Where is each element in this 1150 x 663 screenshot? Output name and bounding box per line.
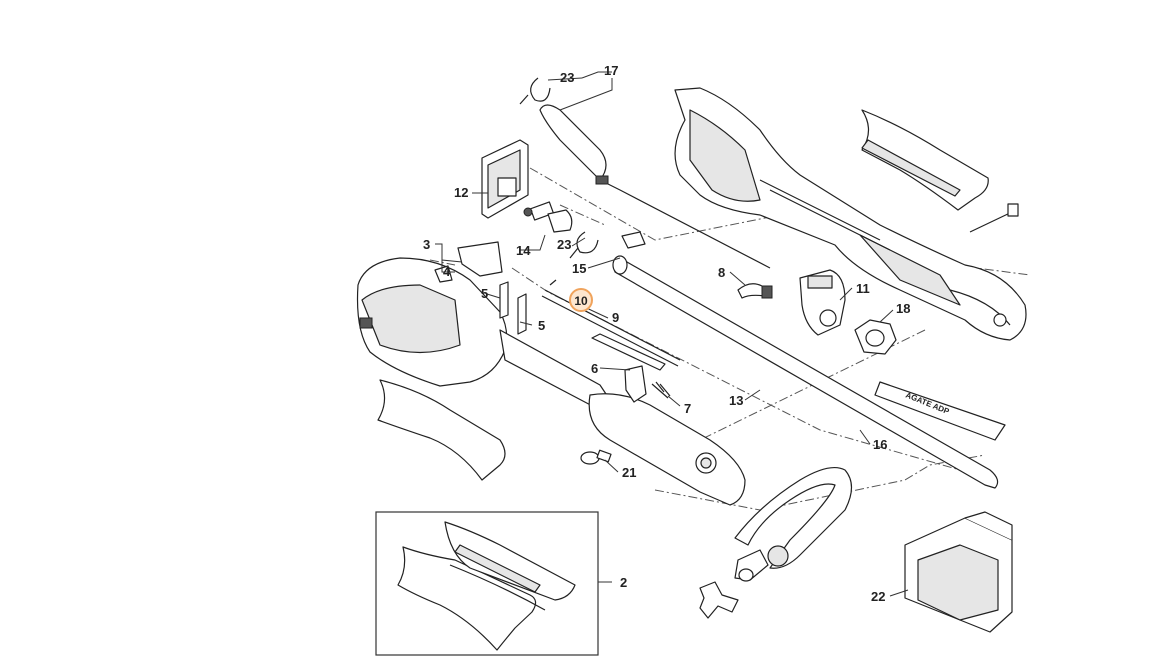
callout-5: 5 [538, 318, 545, 333]
callout-23: 23 [557, 237, 571, 252]
callout-7: 7 [684, 401, 691, 416]
callout-16: 16 [873, 437, 887, 452]
part-8-tab [737, 283, 773, 299]
callout-9: 9 [612, 310, 619, 325]
part-6-trigger [591, 333, 666, 403]
part-18-nut [854, 319, 897, 355]
callout-10: 10 [574, 294, 588, 308]
callout-15: 15 [572, 261, 586, 276]
part-22-box [904, 511, 1013, 633]
highlight-circle [569, 288, 593, 312]
callout-labels: 2 2 3 4 5 5 6 7 8 9 10 11 12 13 14 15 16… [423, 63, 910, 604]
cover-strip [861, 109, 989, 211]
part-14-plug [523, 201, 573, 233]
leader-lines [435, 71, 909, 597]
callout-17: 17 [604, 63, 618, 78]
part-13-rod [612, 255, 999, 489]
callout-3: 3 [423, 237, 430, 252]
callout-8: 8 [718, 265, 725, 280]
callout-22: 22 [871, 589, 885, 604]
callout-12: 12 [454, 185, 468, 200]
parts-3-4-5-switch [434, 241, 527, 335]
part-15-clip [621, 231, 646, 249]
main-shaft-assembly [356, 257, 746, 506]
part-9-lever [541, 279, 681, 367]
callout-5: 5 [481, 286, 488, 301]
part-23-cable-ties [519, 77, 599, 259]
callout-14: 14 [516, 243, 531, 258]
callout-23: 23 [560, 70, 574, 85]
callout-11: 11 [856, 281, 870, 296]
screw-upper-right [969, 203, 1019, 233]
part-17-wire-harness [539, 104, 771, 269]
housing-half-right [674, 87, 1027, 341]
part-12-module [481, 139, 529, 219]
loop-handle [734, 467, 853, 582]
callout-18: 18 [896, 301, 910, 316]
callout-21: 21 [622, 465, 636, 480]
part-7-spring [651, 381, 671, 399]
wing-knob [699, 581, 739, 619]
callout-4: 4 [443, 264, 451, 279]
part-11-block [799, 269, 846, 336]
cover-strip-left [377, 379, 506, 481]
callout-2: 2 [620, 575, 627, 590]
part-21-screw [580, 449, 612, 465]
callout-6: 6 [591, 361, 598, 376]
inset-box-part-2 [375, 511, 599, 656]
callout-13: 13 [729, 393, 743, 408]
